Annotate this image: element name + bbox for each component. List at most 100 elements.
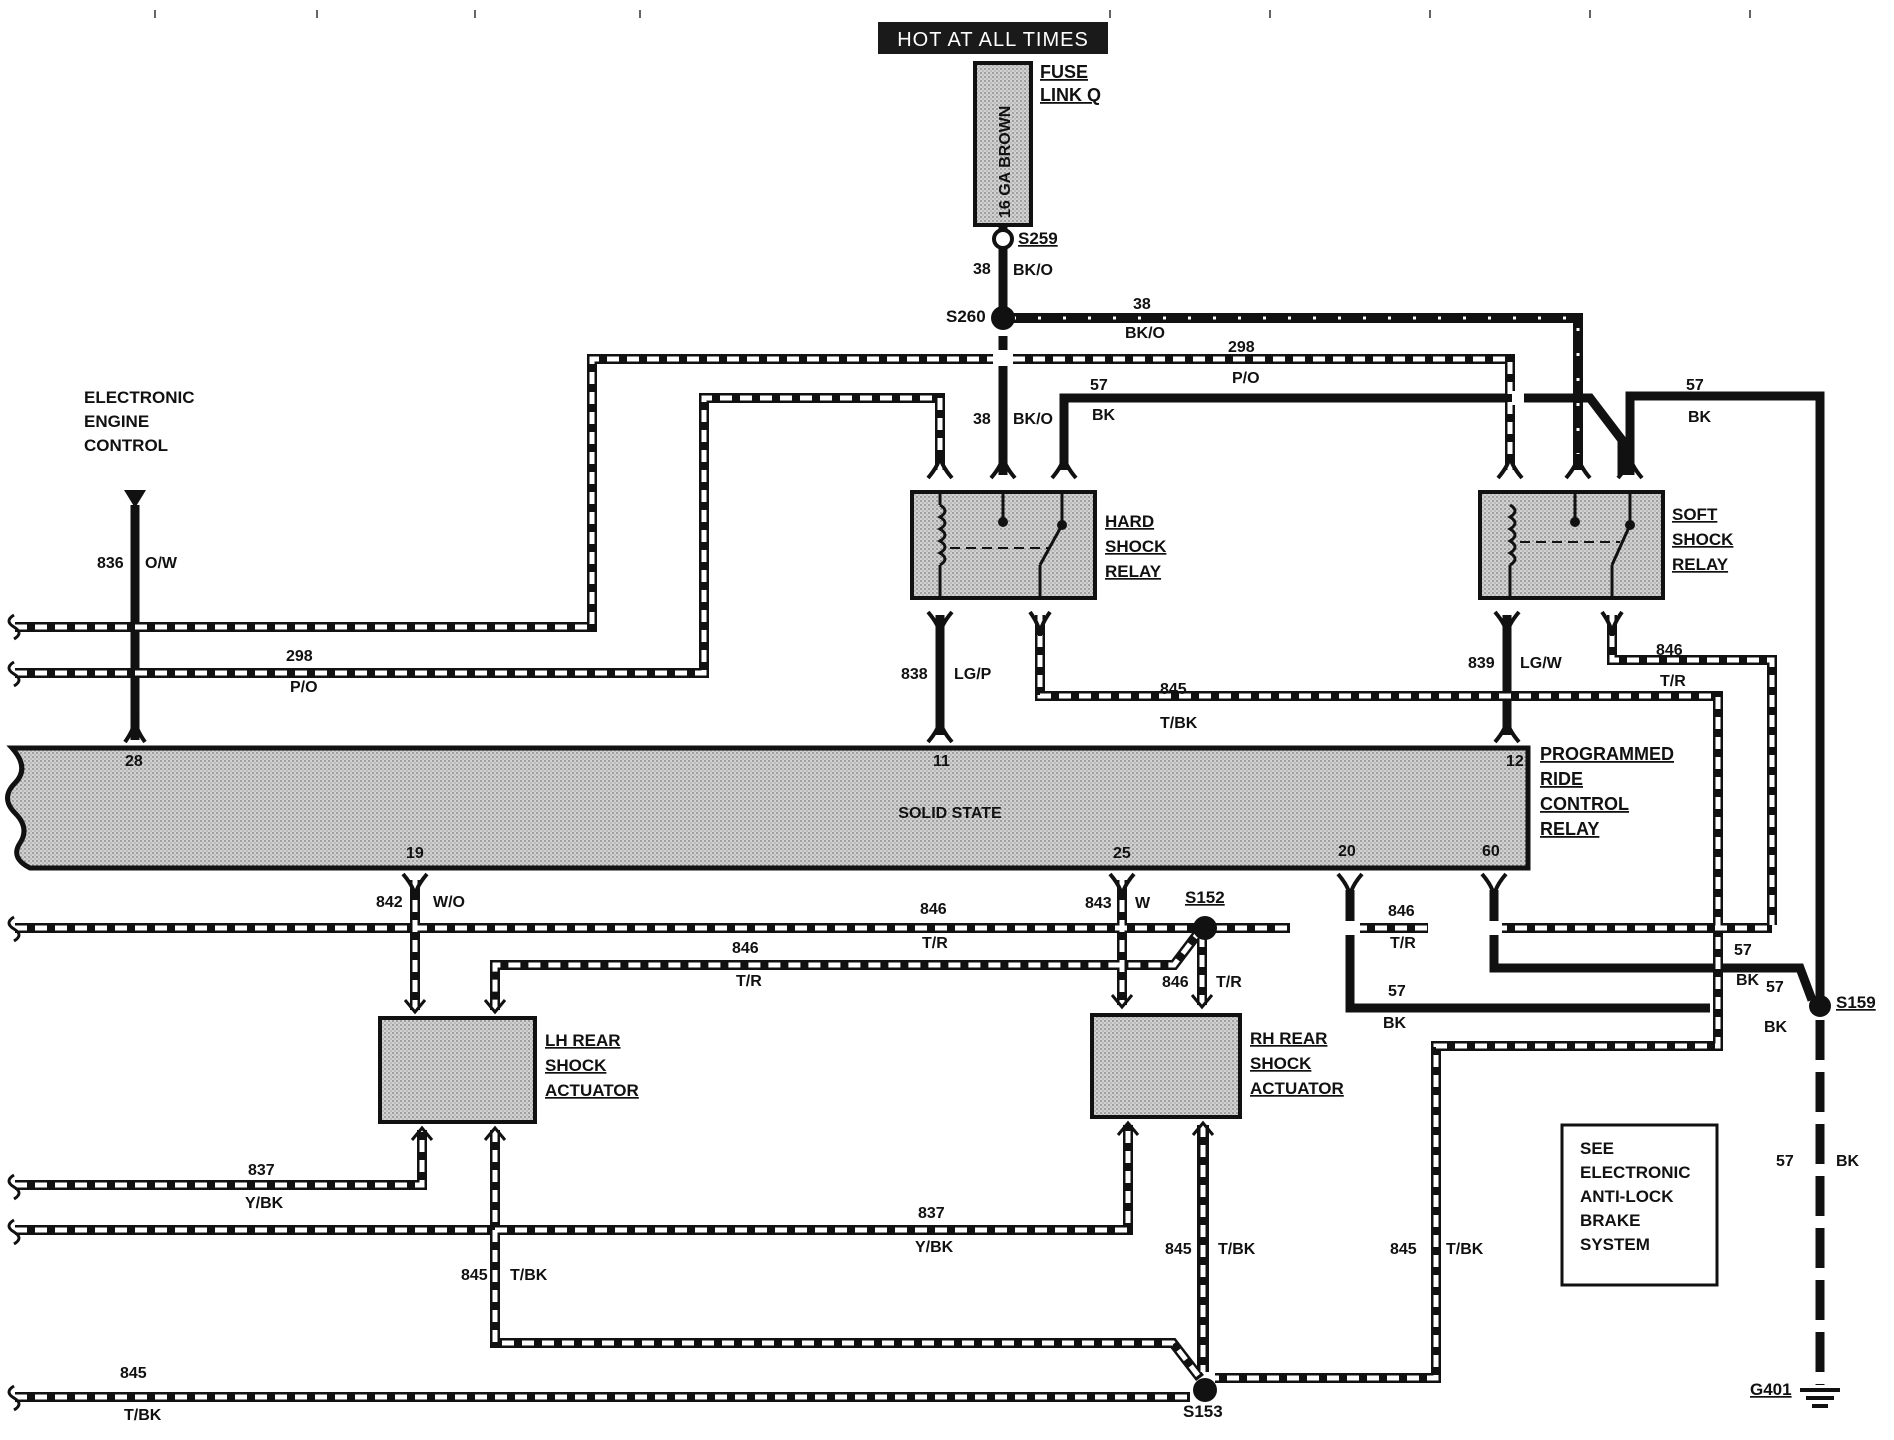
eec-label-3: CONTROL (84, 436, 168, 455)
pin-12: 12 (1506, 753, 1524, 770)
wire-label: BK/O (1013, 411, 1053, 428)
wire-crossing-gaps (995, 352, 1524, 935)
black-wires (130, 225, 1825, 1385)
soft-shock-relay: SOFT SHOCK RELAY (1478, 490, 1734, 600)
hard-relay-label-3: RELAY (1105, 562, 1162, 581)
lh-actuator-label-1: LH REAR (545, 1031, 621, 1050)
wire-label: 57 (1766, 979, 1784, 996)
soft-relay-label-3: RELAY (1672, 555, 1729, 574)
wire-label: 298 (286, 648, 313, 665)
wire-label: 846 (920, 901, 947, 918)
wire-label: BK (1383, 1015, 1407, 1032)
splices (991, 228, 1831, 1402)
wire-label: 57 (1686, 377, 1704, 394)
wire-label: BK (1764, 1019, 1788, 1036)
wire-label: Y/BK (915, 1239, 954, 1256)
rh-actuator-label-2: SHOCK (1250, 1054, 1312, 1073)
wire-label: 846 (732, 940, 759, 957)
wire-label: W/O (433, 894, 465, 911)
wire-label: 846 (1388, 903, 1415, 920)
s159-label: S159 (1836, 993, 1876, 1012)
wire-label: P/O (1232, 370, 1260, 387)
eec-label-2: ENGINE (84, 412, 149, 431)
see-box-line-2: ELECTRONIC (1580, 1163, 1691, 1182)
prc-label-3: CONTROL (1540, 794, 1629, 814)
fuse-link-q: 16 GA BROWN FUSE LINK Q (973, 61, 1101, 227)
s153-label: S153 (1183, 1402, 1223, 1421)
pin-19: 19 (406, 845, 424, 862)
connector-forks (123, 453, 1644, 899)
wire-label: 38 (1133, 296, 1151, 313)
pin-60: 60 (1482, 843, 1500, 860)
wire-label: T/R (1390, 935, 1416, 952)
wire-label: LG/P (954, 666, 992, 683)
wire-label: 843 (1085, 895, 1112, 912)
wire-end-squiggles (7, 613, 21, 1412)
rh-actuator-label-1: RH REAR (1250, 1029, 1327, 1048)
hard-shock-relay: HARD SHOCK RELAY (910, 490, 1167, 600)
eec-label: ELECTRONIC ENGINE CONTROL (84, 388, 195, 455)
hard-relay-label-1: HARD (1105, 512, 1154, 531)
wire-label: 837 (918, 1205, 945, 1222)
see-abs-note-box: SEE ELECTRONIC ANTI-LOCK BRAKE SYSTEM (1560, 1123, 1719, 1287)
wire-label: BK/O (1125, 325, 1165, 342)
wire-label: 838 (901, 666, 928, 683)
fuse-link-body-text: 16 GA BROWN (997, 106, 1014, 218)
wire-label: 57 (1776, 1153, 1794, 1170)
wire-label: 839 (1468, 655, 1495, 672)
fuse-link-label-1: FUSE (1040, 62, 1088, 82)
pin-25: 25 (1113, 845, 1131, 862)
wire-38-bko-to-soft (1013, 313, 1583, 470)
s153-splice (1193, 1378, 1217, 1402)
wire-label: 846 (1162, 974, 1189, 991)
rh-actuator-label-3: ACTUATOR (1250, 1079, 1344, 1098)
prc-label-1: PROGRAMMED (1540, 744, 1674, 764)
wire-label: 842 (376, 894, 403, 911)
wire-label: 57 (1388, 983, 1406, 1000)
wire-label: 845 (1160, 681, 1187, 698)
wire-label: T/R (1216, 974, 1242, 991)
wire-label: 57 (1734, 942, 1752, 959)
s259-label: S259 (1018, 229, 1058, 248)
wire-label: BK (1688, 409, 1712, 426)
see-box-line-4: BRAKE (1580, 1211, 1640, 1230)
see-box-line-5: SYSTEM (1580, 1235, 1650, 1254)
fuse-link-label-2: LINK Q (1040, 85, 1101, 105)
lh-actuator-label-3: ACTUATOR (545, 1081, 639, 1100)
eec-label-1: ELECTRONIC (84, 388, 195, 407)
soft-relay-label-1: SOFT (1672, 505, 1718, 524)
wire-label: 837 (248, 1162, 275, 1179)
banner-text: HOT AT ALL TIMES (897, 29, 1089, 51)
pin-20: 20 (1338, 843, 1356, 860)
splice-labels: S259 S260 S152 S153 S159 G401 (946, 229, 1876, 1421)
wire-label: BK (1836, 1153, 1860, 1170)
wire-label: T/R (922, 935, 948, 952)
wire-label: BK (1092, 407, 1116, 424)
pin-11: 11 (933, 753, 950, 770)
wire-label: T/BK (1446, 1241, 1484, 1258)
s260-splice (991, 306, 1015, 330)
prc-body-text: SOLID STATE (898, 805, 1002, 822)
s260-label: S260 (946, 307, 986, 326)
s152-label: S152 (1185, 888, 1225, 907)
wire-label: O/W (145, 555, 178, 572)
see-box-line-1: SEE (1580, 1139, 1614, 1158)
wire-label: T/BK (1218, 1241, 1256, 1258)
wire-label: 845 (120, 1365, 147, 1382)
eec-connector-icon (124, 490, 146, 508)
lh-actuator-label-2: SHOCK (545, 1056, 607, 1075)
wire-labels: 38 BK/O 38 BK/O 298 P/O 57 BK 38 BK/O 57… (97, 261, 1860, 1424)
s152-splice (1193, 916, 1217, 940)
soft-relay-label-2: SHOCK (1672, 530, 1734, 549)
wire-label: W (1135, 895, 1151, 912)
wire-label: LG/W (1520, 655, 1563, 672)
wire-label: 298 (1228, 339, 1255, 356)
wire-label: T/R (1660, 673, 1686, 690)
wire-label: T/BK (510, 1267, 548, 1284)
programmed-ride-control-relay: SOLID STATE PROGRAMMED RIDE CONTROL RELA… (5, 744, 1674, 871)
g401-label: G401 (1750, 1380, 1792, 1399)
wire-label: T/BK (124, 1407, 162, 1424)
actuator-arrows (403, 994, 1215, 1141)
rh-rear-shock-actuator: RH REAR SHOCK ACTUATOR (1090, 1013, 1344, 1119)
